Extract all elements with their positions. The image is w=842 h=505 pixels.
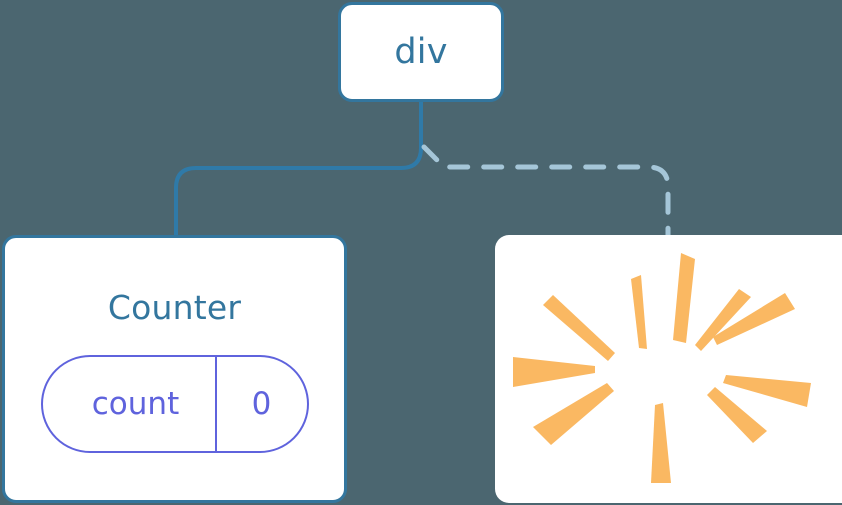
node-counter-label: Counter bbox=[107, 288, 242, 327]
node-effect[interactable] bbox=[495, 235, 842, 503]
edge-div-to-counter bbox=[174, 100, 423, 238]
burst-ray bbox=[651, 403, 671, 483]
burst-ray bbox=[533, 383, 614, 445]
state-pill-value: 0 bbox=[214, 357, 307, 451]
node-div[interactable]: div bbox=[338, 2, 504, 102]
burst-ray bbox=[723, 375, 811, 407]
burst-ray bbox=[713, 293, 795, 345]
burst-ray bbox=[707, 387, 767, 443]
burst-ray bbox=[543, 295, 615, 361]
burst-ray bbox=[631, 275, 647, 349]
state-pill-key: count bbox=[91, 386, 180, 422]
burst-sparkle-icon bbox=[513, 253, 811, 483]
edge-div-to-burst bbox=[421, 144, 671, 239]
burst-ray bbox=[673, 253, 695, 343]
burst-ray bbox=[695, 289, 751, 351]
state-pill-wrapper: count 0 bbox=[5, 355, 344, 453]
state-pill[interactable]: count 0 bbox=[40, 355, 309, 453]
node-counter[interactable]: Counter count 0 bbox=[2, 235, 347, 503]
node-div-label: div bbox=[394, 31, 448, 72]
burst-ray bbox=[513, 357, 595, 387]
